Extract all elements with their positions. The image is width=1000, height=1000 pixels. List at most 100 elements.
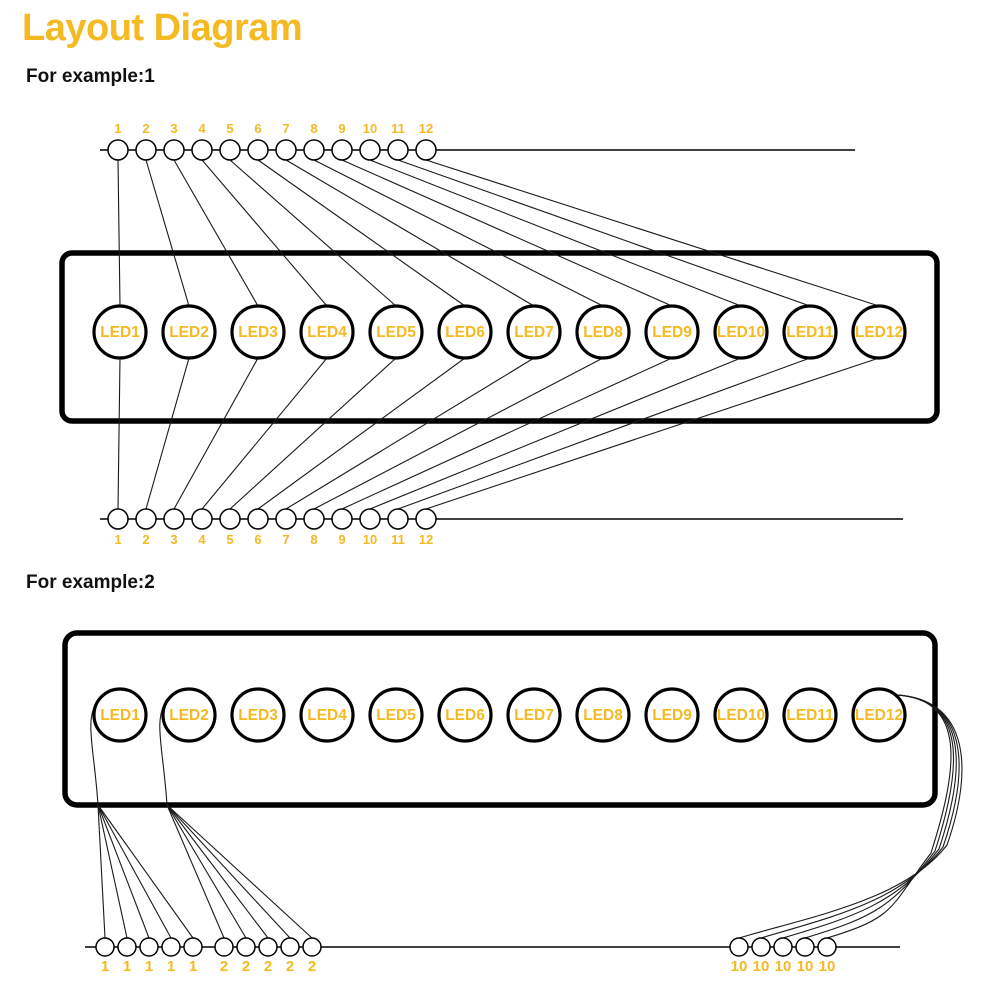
pin-led2-1[interactable] (214, 937, 234, 957)
top-pin-12[interactable] (415, 139, 437, 161)
led2-6[interactable] (437, 687, 493, 743)
wire-bottom-9 (341, 357, 673, 510)
led-4[interactable] (299, 304, 355, 360)
pin-led2-4[interactable] (280, 937, 300, 957)
bottom-pin-label-3: 3 (170, 532, 177, 547)
pin-led12-3[interactable] (773, 937, 793, 957)
wire-bottom-12 (425, 357, 880, 510)
wire-bottom-4 (201, 357, 328, 510)
led2-label-1: LED1 (100, 707, 140, 724)
led2-12[interactable] (851, 687, 907, 743)
led2-3[interactable] (230, 687, 286, 743)
bottom-pin-9[interactable] (331, 508, 353, 530)
led2-label-8: LED8 (583, 707, 623, 724)
bottom-pin-8[interactable] (303, 508, 325, 530)
top-pin-2[interactable] (135, 139, 157, 161)
wire-led2-5 (166, 804, 313, 939)
pin-led1-3[interactable] (139, 937, 159, 957)
led2-11[interactable] (782, 687, 838, 743)
bottom-wire-group (117, 357, 880, 510)
wire-top-4 (201, 159, 328, 307)
bottom-pin-label-2: 2 (142, 532, 149, 547)
top-pin-6[interactable] (247, 139, 269, 161)
led-label-11: LED11 (786, 324, 834, 341)
led-5[interactable] (368, 304, 424, 360)
led2-8[interactable] (575, 687, 631, 743)
pin-led1-5[interactable] (183, 937, 203, 957)
wire-top-8 (313, 159, 604, 307)
led-3[interactable] (230, 304, 286, 360)
bottom-pin-2[interactable] (135, 508, 157, 530)
top-pin-10[interactable] (359, 139, 381, 161)
led-label-3: LED3 (238, 324, 278, 341)
pin-led1-2[interactable] (117, 937, 137, 957)
pin-led1-1[interactable] (95, 937, 115, 957)
led2-label-12: LED12 (855, 707, 903, 724)
led-8[interactable] (575, 304, 631, 360)
top-pin-label-3: 3 (170, 121, 177, 136)
led-label-4: LED4 (307, 324, 347, 341)
pin-led12-4-label: 10 (797, 958, 814, 975)
fanout-wire-group (90, 694, 963, 939)
example-2-label: For example:2 (26, 572, 155, 593)
top-pin-8[interactable] (303, 139, 325, 161)
top-pin-5[interactable] (219, 139, 241, 161)
pin-led12-5[interactable] (817, 937, 837, 957)
led-2[interactable] (161, 304, 217, 360)
led-label-12: LED12 (855, 324, 903, 341)
led-11[interactable] (782, 304, 838, 360)
bottom-pin-10[interactable] (359, 508, 381, 530)
bottom-pin-4[interactable] (191, 508, 213, 530)
wire-led1-2 (97, 804, 128, 939)
pin-led2-3[interactable] (258, 937, 278, 957)
led2-10[interactable] (713, 687, 769, 743)
pin-led2-2[interactable] (236, 937, 256, 957)
bottom-pin-11[interactable] (387, 508, 409, 530)
pin-led2-5[interactable] (302, 937, 322, 957)
bottom-pin-12[interactable] (415, 508, 437, 530)
led2-9[interactable] (644, 687, 700, 743)
bottom-pin-1[interactable] (107, 508, 129, 530)
bottom-pin-5[interactable] (219, 508, 241, 530)
top-pin-9[interactable] (331, 139, 353, 161)
top-pin-1[interactable] (107, 139, 129, 161)
board-outline-2 (62, 630, 938, 808)
bottom-pin-label-7: 7 (282, 532, 289, 547)
pin-led12-2[interactable] (751, 937, 771, 957)
bottom-pin-6[interactable] (247, 508, 269, 530)
led2-2[interactable] (161, 687, 217, 743)
pin-led1-1-label: 1 (101, 958, 109, 975)
top-pin-11[interactable] (387, 139, 409, 161)
led2-1[interactable] (92, 687, 148, 743)
bottom-pin-label-11: 11 (391, 532, 405, 547)
top-pin-label-1: 1 (114, 121, 121, 136)
led-label-9: LED9 (652, 324, 692, 341)
led-10[interactable] (713, 304, 769, 360)
wire-top-10 (369, 159, 742, 307)
led-1[interactable] (92, 304, 148, 360)
top-pin-3[interactable] (163, 139, 185, 161)
top-pin-label-10: 10 (363, 121, 377, 136)
led2-5[interactable] (368, 687, 424, 743)
bottom-pin-7[interactable] (275, 508, 297, 530)
led2-7[interactable] (506, 687, 562, 743)
top-wire-group (117, 159, 880, 307)
bottom-pin-3[interactable] (163, 508, 185, 530)
led2-label-11: LED11 (786, 707, 834, 724)
pin-led1-4[interactable] (161, 937, 181, 957)
pin-led2-2-label: 2 (242, 958, 250, 975)
top-pin-label-2: 2 (142, 121, 149, 136)
top-pin-4[interactable] (191, 139, 213, 161)
led-12[interactable] (851, 304, 907, 360)
led-9[interactable] (644, 304, 700, 360)
wire-top-12 (425, 159, 880, 307)
pin-led12-4[interactable] (795, 937, 815, 957)
led-6[interactable] (437, 304, 493, 360)
led-7[interactable] (506, 304, 562, 360)
top-pin-7[interactable] (275, 139, 297, 161)
top-pin-label-5: 5 (226, 121, 233, 136)
bottom-pin-label-1: 1 (114, 532, 121, 547)
pin-led12-1[interactable] (729, 937, 749, 957)
led2-4[interactable] (299, 687, 355, 743)
